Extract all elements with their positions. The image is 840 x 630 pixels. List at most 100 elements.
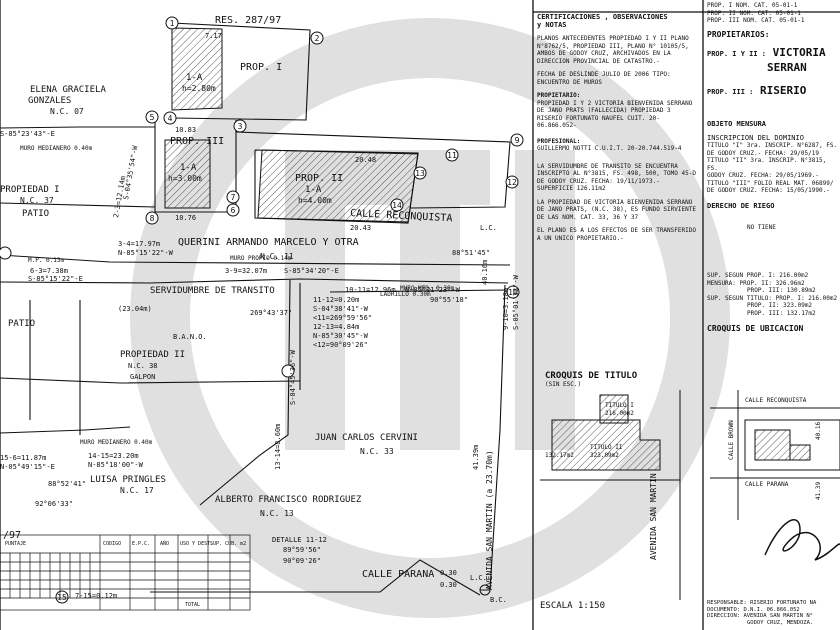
svg-text:20.48: 20.48 (355, 156, 376, 164)
svg-text:DETALLE 11-12: DETALLE 11-12 (272, 536, 327, 544)
svg-text:1-A: 1-A (186, 73, 203, 83)
svg-text:/97: /97 (3, 530, 21, 541)
svg-text:89°59'56": 89°59'56" (283, 546, 321, 554)
titulo-2: TITULO II 323.09m2 (590, 444, 623, 459)
direccion-label: DIRECCION: (707, 613, 741, 619)
svg-text:CODIGO: CODIGO (103, 541, 121, 547)
documento-value: D.N.I. 06.866.052 (743, 606, 800, 613)
svg-text:8: 8 (150, 214, 155, 223)
titulo-1-label: TITULO I (605, 402, 634, 409)
svg-text:PROP. II: PROP. II (295, 173, 343, 184)
svg-text:h=4.00m: h=4.00m (298, 196, 332, 205)
svg-text:N.C. 38: N.C. 38 (128, 362, 158, 370)
svg-text:13-14=8.60m: 13-14=8.60m (274, 424, 282, 470)
svg-text:10.83: 10.83 (175, 126, 196, 134)
insc-2: DE GODOY CRUZ.- FECHA: 29/05/19 (707, 149, 819, 157)
svg-text:PROPIEDAD II: PROPIEDAD II (120, 350, 185, 360)
svg-text:<12=90°09'26": <12=90°09'26" (313, 341, 368, 349)
svg-text:269°43'37": 269°43'37" (250, 309, 292, 317)
svg-text:14: 14 (392, 201, 402, 210)
svg-text:6-3=7.38m: 6-3=7.38m (30, 267, 68, 275)
svg-text:N-85°15'22"-W: N-85°15'22"-W (118, 249, 174, 257)
node-markers (0, 16, 524, 604)
svg-text:LUISA PRINGLES: LUISA PRINGLES (90, 475, 166, 485)
svg-text:0.30: 0.30 (440, 569, 457, 577)
titulo-3: 132.17m2 (545, 452, 574, 460)
insc-3: TITULO "II" 3ra. INSCRIP. N°3815, FS. (707, 157, 827, 172)
svg-text:N-85°21'23"-W: N-85°21'23"-W (405, 286, 461, 294)
ubicacion-d1: 40.16 (815, 422, 823, 440)
cert-title: CERTIFICACIONES , OBSERVACIONES (537, 13, 668, 21)
svg-text:PROPIEDAD I: PROPIEDAD I (0, 185, 60, 195)
serrano-name: SERRAN (767, 61, 807, 74)
mensura-label-2: MENSURA: (707, 279, 736, 287)
svg-text:SERVIDUMBRE DE TRANSITO: SERVIDUMBRE DE TRANSITO (150, 286, 275, 296)
titulo-3-sup: 132.17m2 (545, 452, 574, 459)
objeto-row: OBJETO MENSURA (707, 120, 840, 129)
insc-1: TITULO "I" 3ra. INSCRIP. N°6287, FS. (707, 142, 838, 149)
svg-text:11-12=0.20m: 11-12=0.20m (313, 296, 359, 304)
svg-text:B.C.: B.C. (490, 596, 507, 604)
p1-label: PROP. I: (746, 272, 776, 279)
ubicacion-brown: CALLE BROWN (728, 420, 736, 460)
signature-icon (764, 519, 840, 561)
svg-text:AVENIDA SAN MARTIN (a 23.70m): AVENIDA SAN MARTIN (a 23.70m) (485, 450, 494, 590)
sup-mensura-row-2: MENSURA: PROP. II: 326.96m2 (707, 280, 840, 288)
svg-text:N.C. 13: N.C. 13 (260, 509, 294, 518)
croquis-ubicacion-title: CROQUIS DE UBICACION (707, 324, 804, 333)
direccion-value: AVENIDA SAN MARTIN N° (743, 613, 813, 619)
svg-text:L.C.: L.C. (470, 574, 487, 582)
svg-text:N.C. 17: N.C. 17 (120, 486, 154, 495)
pt3-label: PROP. III: (747, 309, 784, 317)
svg-text:15-6=11.87m: 15-6=11.87m (0, 454, 46, 462)
riserio-name: RISERIO (759, 84, 807, 97)
svg-text:N-05°49'15"-E: N-05°49'15"-E (0, 463, 55, 471)
titulo-1-sup: 216.00m2 (605, 409, 634, 417)
svg-text:MURO MED. 0.30m: MURO MED. 0.30m (400, 285, 455, 292)
svg-text:14-15=23.20m: 14-15=23.20m (88, 452, 139, 460)
croquis-titulo-sketch (540, 390, 681, 600)
hatched-parcels (164, 27, 419, 223)
svg-text:S-05°01'33"-W: S-05°01'33"-W (512, 274, 520, 330)
sup-titulo-row-3: PROP. III: 132.17m2 (747, 310, 840, 318)
sup-titulo-label: SUP. SEGUN TITULO: (707, 294, 773, 302)
svg-text:1: 1 (170, 19, 175, 28)
sin-escala: (SIN ESC.) (545, 380, 582, 388)
p1-value: 216.00m2 (779, 272, 809, 279)
svg-text:2: 2 (315, 34, 320, 43)
insc-5: TITULO "III" FOLIO REAL MAT. 06899/ (707, 179, 834, 187)
svg-text:PUNTAJE: PUNTAJE (5, 541, 26, 547)
p2-label: PROP. II: (739, 279, 773, 287)
parcel-lines (0, 22, 511, 596)
data-table-grid (0, 534, 251, 611)
svg-text:10-11=12.96m: 10-11=12.96m (345, 286, 396, 294)
objeto-label: OBJETO (707, 120, 733, 128)
svg-text:PROP. III: PROP. III (170, 136, 224, 147)
responsable-block: RESPONSABLE: RISERIO FORTUNATO NA DOCUME… (707, 600, 840, 626)
propietarios-title: PROPIETARIOS: (707, 29, 770, 39)
cert-title-2: y NOTAS (537, 20, 567, 29)
svg-text:PROP. I: PROP. I (240, 62, 282, 73)
svg-text:7: 7 (231, 193, 236, 202)
data-table-headers: PUNTAJE CODIGO E.P.C. AÑO USO Y DEST. SU… (5, 540, 246, 608)
svg-text:RES. 287/97: RES. 287/97 (215, 15, 281, 26)
svg-text:<11=269°59'56": <11=269°59'56" (313, 314, 372, 322)
svg-text:10: 10 (508, 288, 518, 297)
svg-text:N-85°18'00"-W: N-85°18'00"-W (88, 461, 144, 469)
p3-value: 130.89m2 (786, 287, 816, 294)
svg-text:LADRILLO 0.30m: LADRILLO 0.30m (380, 291, 431, 298)
titulo-2-sup: 323.09m2 (590, 451, 619, 459)
svg-text:h=3.00m: h=3.00m (168, 174, 202, 183)
titulo-1: TITULO I 216.00m2 (605, 402, 634, 417)
ubic-d2: 41.39 (815, 481, 822, 500)
propietario-title: PROPIETARIO: (537, 92, 581, 99)
sup-titulo-row-1: SUP. SEGUN TITULO: PROP. I: 216.00m2 (707, 295, 840, 303)
node-labels: 1 2 3 4 5 6 7 8 9 10 11 12 13 14 15 (57, 19, 519, 602)
no-tiene: NO TIENE (747, 224, 776, 231)
ubicacion-labels: CALLE RECONQUISTA (745, 397, 806, 405)
svg-text:CALLE PARANA: CALLE PARANA (362, 569, 434, 580)
svg-text:N.C. 37: N.C. 37 (20, 196, 54, 205)
sup-titulo-row-2: PROP. II: 323.09m2 (747, 302, 840, 310)
svg-text:B.A.N.O.: B.A.N.O. (173, 333, 207, 341)
svg-text:13: 13 (415, 169, 425, 178)
